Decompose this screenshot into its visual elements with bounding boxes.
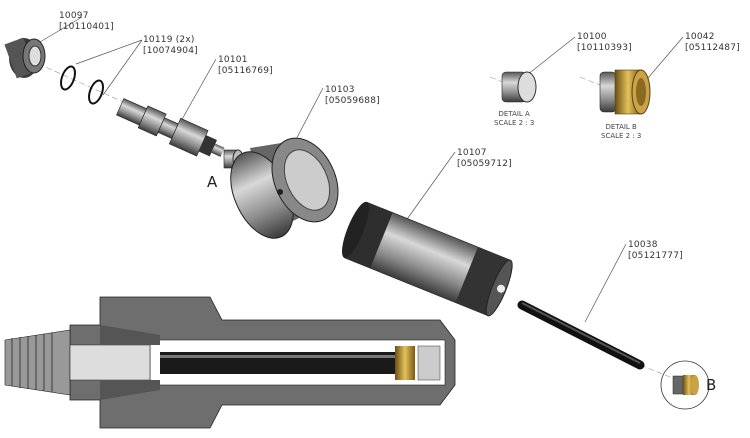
part-number: 10038 xyxy=(628,240,658,250)
part-reference: [05116769] xyxy=(218,66,273,76)
shaft-10101 xyxy=(116,98,225,157)
detail-b-part xyxy=(599,69,651,115)
detail-a-label: DETAIL A SCALE 2 : 3 xyxy=(494,110,534,128)
callout-10100: 10100 [10110393] xyxy=(577,32,632,54)
part-reference: [05059688] xyxy=(325,96,380,106)
callout-10097: 10097 [10110401] xyxy=(59,11,114,33)
detail-b-small xyxy=(672,375,699,395)
detail-scale: SCALE 2 : 3 xyxy=(601,132,642,140)
callout-10119: 10119 (2x) [10074904] xyxy=(143,35,198,57)
part-reference: [10110393] xyxy=(577,43,632,53)
o-ring-1 xyxy=(60,65,76,91)
detail-b-label: DETAIL B SCALE 2 : 3 xyxy=(601,123,641,141)
callout-10042: 10042 [05112487] xyxy=(685,32,740,54)
part-reference: [05059712] xyxy=(457,159,512,169)
marker-a: A xyxy=(207,173,218,191)
callout-10103: 10103 [05059688] xyxy=(325,85,380,107)
part-number: 10119 (2x) xyxy=(143,35,195,45)
cross-section-view xyxy=(4,296,456,429)
detail-a-part xyxy=(501,71,537,103)
callout-10101: 10101 [05116769] xyxy=(218,55,273,77)
part-number: 10100 xyxy=(577,32,607,42)
bearing-10097 xyxy=(4,37,46,79)
part-reference: [10074904] xyxy=(143,46,198,56)
part-number: 10042 xyxy=(685,32,715,42)
part-number: 10101 xyxy=(218,55,248,65)
marker-b: B xyxy=(706,376,717,394)
callout-10038: 10038 [05121777] xyxy=(628,240,683,262)
tube-10107 xyxy=(341,201,513,317)
leader-lines xyxy=(39,16,684,323)
part-number: 10097 xyxy=(59,11,89,21)
part-number: 10107 xyxy=(457,148,487,158)
detail-name: DETAIL A xyxy=(498,110,530,118)
detail-scale: SCALE 2 : 3 xyxy=(494,119,535,127)
housing-10103 xyxy=(230,137,339,239)
detail-b-circle xyxy=(660,360,710,410)
part-number: 10103 xyxy=(325,85,355,95)
callout-10107: 10107 [05059712] xyxy=(457,148,512,170)
part-reference: [05112487] xyxy=(685,43,740,53)
detail-name: DETAIL B xyxy=(605,123,637,131)
o-ring-2 xyxy=(88,79,104,105)
part-reference: [05121777] xyxy=(628,251,683,261)
part-reference: [10110401] xyxy=(59,22,114,32)
rod-10038 xyxy=(517,300,645,370)
